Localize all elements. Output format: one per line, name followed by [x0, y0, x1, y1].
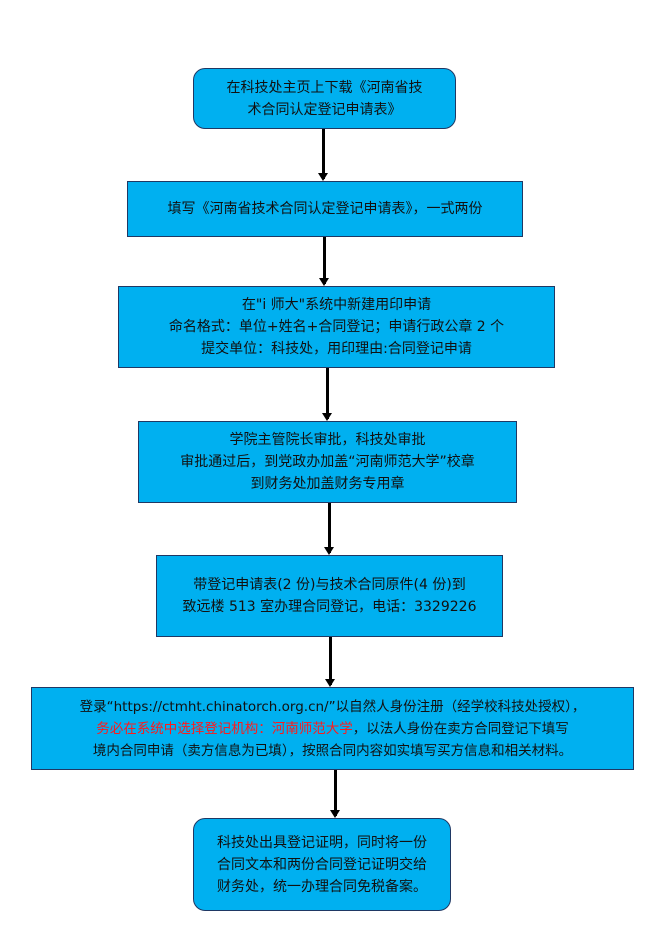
step-5-registration-office: 带登记申请表(2 份)与技术合同原件(4 份)到 致远楼 513 室办理合同登记…	[156, 555, 503, 637]
step-text: 登录“https://ctmht.chinatorch.org.cn/”以自然人…	[79, 698, 586, 715]
step-text: 财务处，统一办理合同免税备案。	[217, 878, 427, 895]
step-text: 合同文本和两份合同登记证明交给	[217, 856, 427, 873]
arrow-down	[319, 237, 329, 286]
step-text: 命名格式：单位+姓名+合同登记；申请行政公章 2 个	[168, 319, 505, 335]
step-text: 在科技处主页上下载《河南省技	[226, 79, 423, 96]
step-text: 填写《河南省技术合同认定登记申请表》，一式两份	[167, 201, 483, 217]
step-2-fill-form: 填写《河南省技术合同认定登记申请表》，一式两份	[127, 181, 523, 237]
step-text-rest: ，以法人身份在卖方合同登记下填写	[352, 720, 569, 737]
step-text: 在"i 师大"系统中新建用印申请	[241, 297, 432, 313]
step-text: 带登记申请表(2 份)与技术合同原件(4 份)到	[193, 577, 466, 593]
step-text: 科技处出具登记证明，同时将一份	[217, 834, 427, 851]
step-3-seal-request: 在"i 师大"系统中新建用印申请 命名格式：单位+姓名+合同登记；申请行政公章 …	[118, 286, 555, 368]
step-text: 术合同认定登记申请表》	[247, 101, 402, 118]
step-7-certificate: 科技处出具登记证明，同时将一份 合同文本和两份合同登记证明交给 财务处，统一办理…	[193, 818, 451, 911]
step-text: 务必在系统中选择登记机构：河南师范大学，以法人身份在卖方合同登记下填写	[96, 718, 569, 740]
step-text: 审批通过后，到党政办加盖“河南师范大学”校章	[180, 454, 475, 470]
step-text: 致远楼 513 室办理合同登记，电话：3329226	[182, 599, 477, 615]
arrow-down	[324, 503, 334, 555]
step-text: 到财务处加盖财务专用章	[250, 476, 405, 492]
step-text: 境内合同申请（卖方信息为已填），按照合同内容如实填写买方信息和相关材料。	[92, 742, 573, 759]
required-notice: 务必在系统中选择登记机构：河南师范大学	[96, 720, 353, 737]
arrow-down	[330, 770, 340, 818]
arrow-down	[318, 129, 328, 181]
step-text: 学院主管院长审批，科技处审批	[229, 432, 426, 448]
step-4-approval: 学院主管院长审批，科技处审批 审批通过后，到党政办加盖“河南师范大学”校章 到财…	[138, 421, 517, 503]
step-text: 提交单位：科技处，用印理由:合同登记申请	[201, 341, 472, 357]
step-6-online-registration: 登录“https://ctmht.chinatorch.org.cn/”以自然人…	[31, 687, 634, 770]
step-1-download-form: 在科技处主页上下载《河南省技 术合同认定登记申请表》	[193, 68, 456, 129]
arrow-down	[322, 368, 332, 421]
arrow-down	[325, 637, 335, 687]
